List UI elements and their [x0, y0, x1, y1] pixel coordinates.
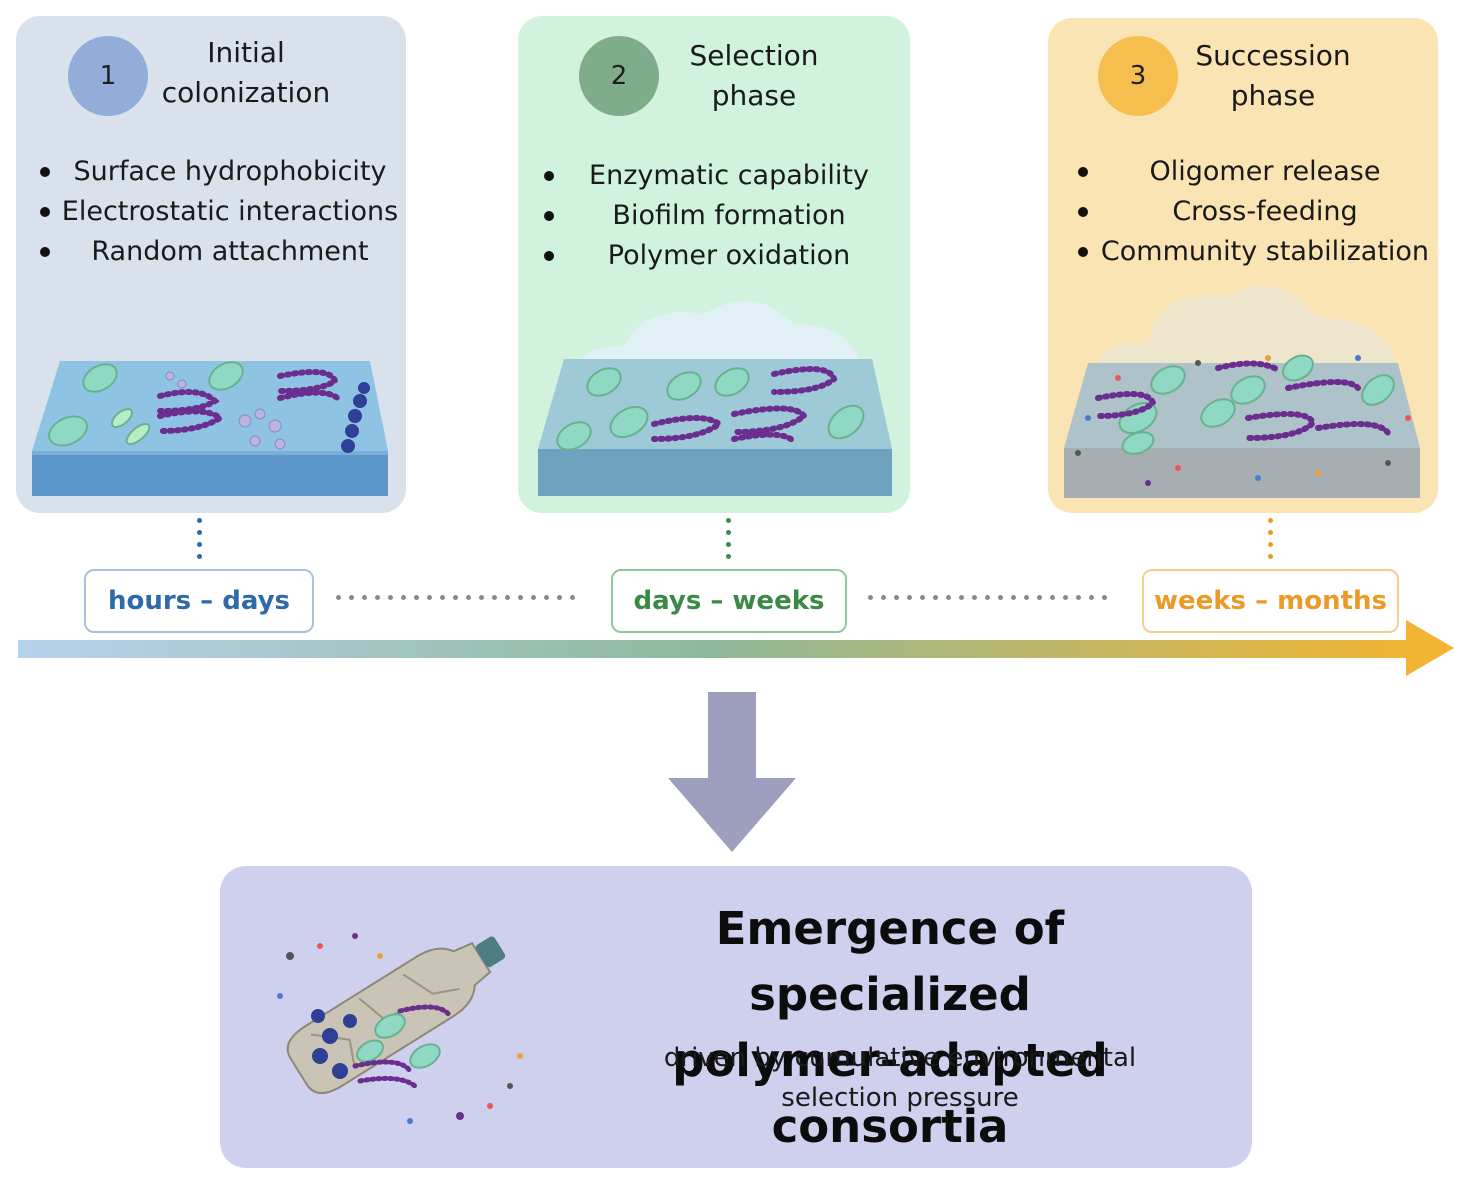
timeframe-1-label: hours – days [84, 569, 314, 633]
result-title-line1: Emergence of specialized [715, 902, 1065, 1021]
phase-1-bullet: Electrostatic interactions [40, 192, 400, 232]
phase-3-panel: 3 Succession phase Oligomer release Cros… [1048, 18, 1438, 513]
result-subtitle: driven by cumulative environmental selec… [640, 1038, 1160, 1118]
phase-1-title-line1: Initial [207, 36, 285, 69]
result-title: Emergence of specialized polymer-adapted… [570, 896, 1210, 1160]
phase-1-title-line2: colonization [161, 76, 331, 109]
phase-3-bullet: Cross-feeding [1078, 192, 1432, 232]
phase-3-title-line1: Succession [1195, 39, 1351, 72]
timeframe-2-label: days – weeks [611, 569, 847, 633]
result-title-line2: polymer-adapted consortia [672, 1034, 1108, 1153]
bullet-dot-icon [544, 171, 554, 181]
bullet-dot-icon [1078, 207, 1088, 217]
phase-1-bullets: Surface hydrophobicity Electrostatic int… [40, 152, 400, 272]
phase-3-title-line2: phase [1230, 79, 1316, 112]
down-arrow-icon [668, 692, 796, 852]
bullet-dot-icon [1078, 247, 1088, 257]
timeline-dots-1 [336, 595, 575, 601]
phase-2-bullets: Enzymatic capability Biofilm formation P… [544, 156, 894, 276]
phase-2-title-line1: Selection [689, 39, 819, 72]
phase-3-bullet: Oligomer release [1078, 152, 1432, 192]
phase-1-panel: 1 Initial colonization Surface hydrophob… [16, 16, 406, 513]
phase-1-badge: 1 [68, 36, 148, 116]
phase-2-badge: 2 [579, 36, 659, 116]
phase-2-bullet: Biofilm formation [544, 196, 894, 236]
bullet-dot-icon [40, 167, 50, 177]
phase-2-connector [726, 518, 732, 566]
phase-1-number: 1 [99, 61, 117, 91]
phase-1-bullet: Surface hydrophobicity [40, 152, 400, 192]
result-subtitle-line1: driven by cumulative environmental [663, 1043, 1137, 1073]
phase-2-panel: 2 Selection phase Enzymatic capability B… [518, 16, 910, 513]
phase-1-connector [197, 518, 203, 566]
gradient-timeline-arrow [18, 620, 1454, 676]
phase-3-bullet: Community stabilization [1078, 232, 1432, 272]
phase-1-title: Initial colonization [151, 33, 341, 113]
timeline-dots-2 [868, 595, 1107, 601]
bullet-dot-icon [40, 207, 50, 217]
phase-3-title: Succession phase [1183, 36, 1363, 116]
phase-3-bullets: Oligomer release Cross-feeding Community… [1078, 152, 1432, 272]
degraded-plastic-bottle-icon [277, 933, 523, 1124]
phase-2-title: Selection phase [668, 36, 840, 116]
bullet-dot-icon [544, 211, 554, 221]
mature-biofilm-succession-icon [1064, 285, 1420, 498]
phase-3-connector [1268, 518, 1274, 566]
result-subtitle-line2: selection pressure [781, 1083, 1019, 1113]
phase-2-bullet: Polymer oxidation [544, 236, 894, 276]
phase-2-title-line2: phase [711, 79, 797, 112]
plastic-surface-initial-icon [32, 361, 388, 496]
phase-3-badge: 3 [1098, 36, 1178, 116]
phase-2-bullet: Enzymatic capability [544, 156, 894, 196]
bullet-dot-icon [1078, 167, 1088, 177]
phase-1-bullet: Random attachment [40, 232, 400, 272]
bullet-dot-icon [544, 251, 554, 261]
biofilm-surface-selection-icon [538, 301, 892, 496]
bullet-dot-icon [40, 247, 50, 257]
result-box: Emergence of specialized polymer-adapted… [220, 866, 1252, 1168]
phase-3-number: 3 [1129, 61, 1147, 91]
phase-2-number: 2 [610, 61, 628, 91]
timeframe-3-label: weeks – months [1142, 569, 1399, 633]
